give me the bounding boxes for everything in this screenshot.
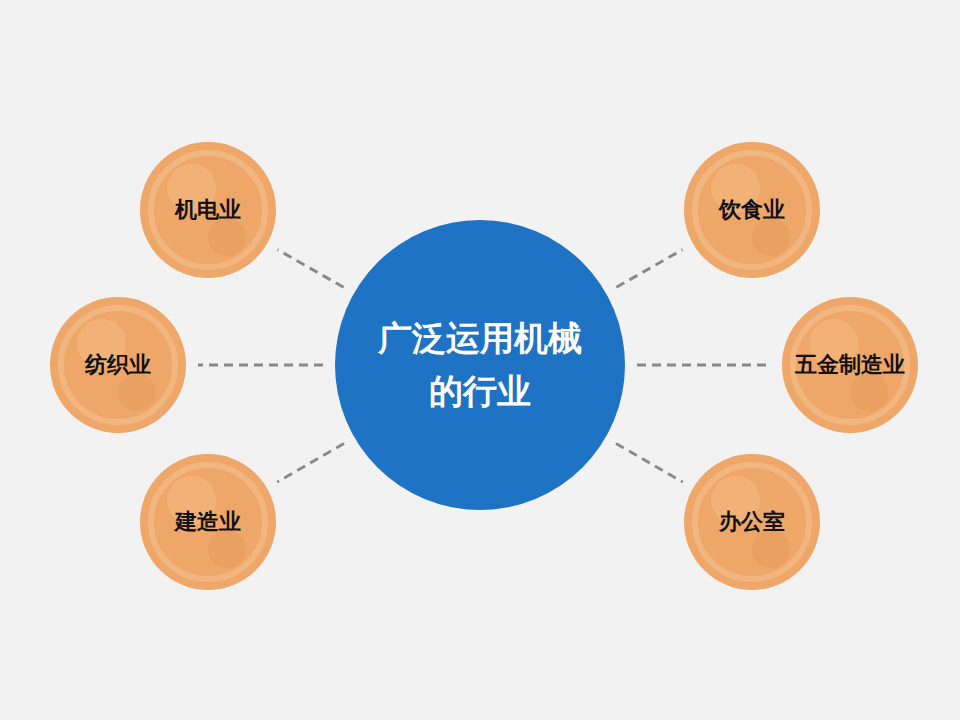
- industry-circle: 纺织业: [50, 297, 186, 433]
- hub-title: 广泛运用机械 的行业: [365, 312, 595, 417]
- dashed-connector: [637, 364, 770, 367]
- dashed-connector: [198, 364, 323, 367]
- industry-label: 五金制造业: [795, 352, 905, 378]
- industry-circle: 办公室: [684, 454, 820, 590]
- dashed-connector: [278, 250, 344, 288]
- dashed-connector: [616, 443, 683, 482]
- industry-label: 机电业: [175, 197, 241, 223]
- industry-label: 纺织业: [85, 352, 151, 378]
- industry-label: 建造业: [175, 509, 241, 535]
- dashed-connector: [277, 443, 344, 482]
- industry-circle: 机电业: [140, 142, 276, 278]
- industry-label: 办公室: [719, 509, 785, 535]
- hub-circle: 广泛运用机械 的行业: [335, 220, 625, 510]
- hub-circle-shape: [335, 220, 625, 510]
- dashed-connector: [616, 250, 682, 288]
- industry-label: 饮食业: [719, 197, 785, 223]
- industry-circle: 五金制造业: [782, 297, 918, 433]
- industry-circle: 建造业: [140, 454, 276, 590]
- industry-circle: 饮食业: [684, 142, 820, 278]
